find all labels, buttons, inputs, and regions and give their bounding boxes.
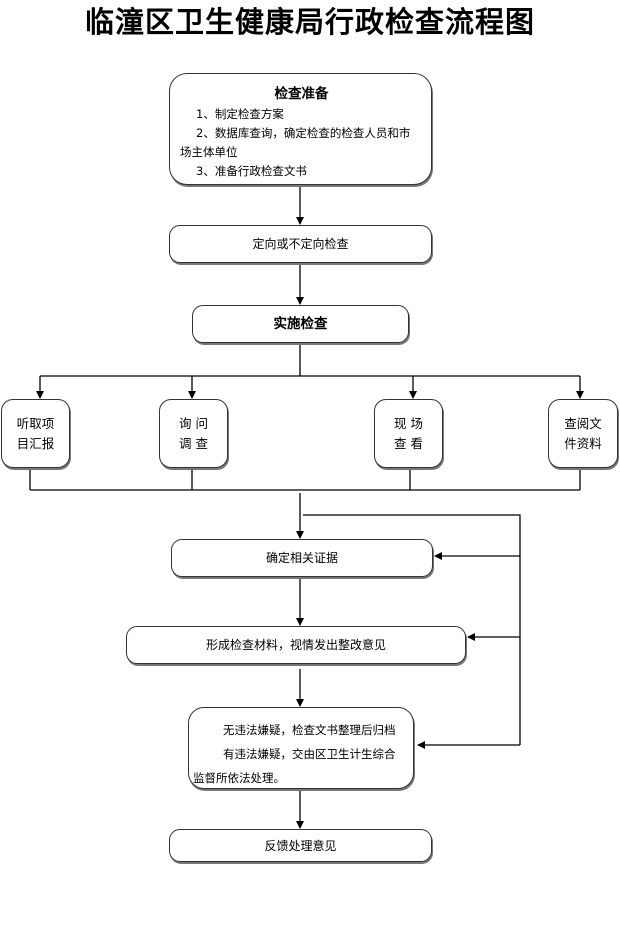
feedback-label: 反馈处理意见 <box>264 838 337 853</box>
preparation-item: 场主体单位 <box>180 145 238 159</box>
preparation-heading: 检查准备 <box>274 86 329 102</box>
node-method-report: 听取项目汇报 <box>1 399 70 468</box>
node-result: 无违法嫌疑，检查文书整理后归档 有违法嫌疑，交由区卫生计生综合 监督所依法处理。 <box>188 707 414 789</box>
node-implement-inspection: 实施检查 <box>192 305 409 343</box>
result-line: 无违法嫌疑，检查文书整理后归档 <box>223 723 396 737</box>
page-title: 临潼区卫生健康局行政检查流程图 <box>84 5 535 39</box>
edge-loop-line <box>303 514 521 745</box>
directed-inspection-label: 定向或不定向检查 <box>252 237 349 251</box>
node-feedback: 反馈处理意见 <box>169 829 432 862</box>
node-method-onsite: 现 场 查 看 <box>374 399 443 468</box>
node-determine-evidence: 确定相关证据 <box>171 539 433 577</box>
determine-evidence-label: 确定相关证据 <box>265 551 338 565</box>
preparation-item: 1、制定检查方案 <box>196 107 284 121</box>
form-materials-label: 形成检查材料，视情发出整改意见 <box>205 638 386 652</box>
result-line: 有违法嫌疑，交由区卫生计生综合 <box>223 747 396 761</box>
node-method-inquiry: 询 问 调 查 <box>159 399 228 468</box>
node-preparation: 检查准备 1、制定检查方案 2、数据库查询，确定检查的检查人员和市 场主体单位 … <box>169 73 432 185</box>
method-label: 询 问 调 查 <box>179 415 208 451</box>
method-label: 现 场 查 看 <box>394 415 423 451</box>
preparation-item: 3、准备行政检查文书 <box>196 164 307 178</box>
node-form-materials: 形成检查材料，视情发出整改意见 <box>126 626 466 664</box>
node-method-documents: 查阅文件资料 <box>548 399 618 468</box>
method-label: 查阅文件资料 <box>564 415 602 451</box>
implement-inspection-label: 实施检查 <box>273 316 328 332</box>
node-directed-inspection: 定向或不定向检查 <box>169 225 432 263</box>
result-line: 监督所依法处理。 <box>193 771 285 785</box>
preparation-item: 2、数据库查询，确定检查的检查人员和市 <box>196 126 411 140</box>
method-label: 听取项目汇报 <box>16 415 55 451</box>
